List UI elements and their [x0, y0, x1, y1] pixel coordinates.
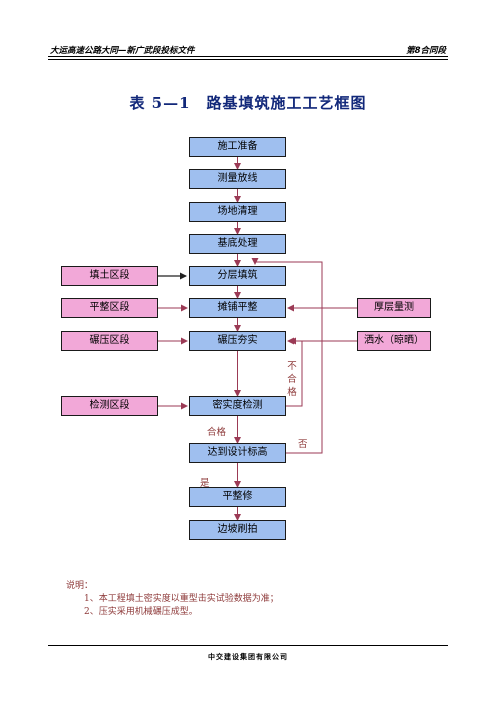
step-design-elevation: 达到设计标高: [189, 443, 286, 463]
footer-company: 中交建设集团有限公司: [208, 653, 288, 661]
layer-thickness-check: 厚层量测: [357, 298, 431, 318]
note-item: 1、本工程填土密实度以重型击实试验数据为准；: [84, 594, 279, 604]
header-right: 第8合同段: [406, 46, 446, 56]
page-title: 表 5—1 路基填筑施工工艺框图: [129, 94, 367, 112]
notes-title: 说明：: [66, 581, 94, 591]
header-left: 大运高速公路大同—新广武段投标文件: [50, 46, 195, 56]
zone-leveling: 平整区段: [61, 298, 158, 318]
header-rule-thin: [48, 58, 448, 60]
step-site-clearing: 场地清理: [189, 202, 286, 222]
loop-no: [251, 258, 323, 454]
label-fail: 不合格: [287, 361, 297, 398]
zone-filling: 填土区段: [61, 266, 158, 286]
zone-compaction: 碾压区段: [61, 331, 158, 351]
step-slope-trimming: 边坡刷拍: [189, 520, 286, 540]
step-spreading-leveling: 摊铺平整: [189, 298, 286, 318]
label-pass: 合格: [207, 427, 227, 438]
header-rule: [48, 56, 448, 57]
step-base-treatment: 基底处理: [189, 234, 286, 254]
step-density-test: 密实度检测: [189, 396, 286, 416]
step-compaction: 碾压夯实: [189, 331, 286, 351]
label-yes: 是: [200, 478, 210, 489]
footer-rule: [48, 645, 448, 646]
loop-fail: [286, 337, 303, 407]
step-layered-filling: 分层填筑: [189, 266, 286, 286]
label-no: 否: [298, 439, 308, 450]
notes: 说明： 1、本工程填土密实度以重型击实试验数据为准； 2、压实采用机械碾压成型。: [66, 580, 279, 619]
step-construction-prep: 施工准备: [189, 137, 286, 157]
step-finishing: 平整修: [189, 487, 286, 507]
watering-drying: 洒水（晾晒）: [357, 331, 431, 351]
note-item: 2、压实采用机械碾压成型。: [84, 607, 198, 617]
step-survey: 测量放线: [189, 169, 286, 189]
zone-testing: 检测区段: [61, 396, 158, 416]
